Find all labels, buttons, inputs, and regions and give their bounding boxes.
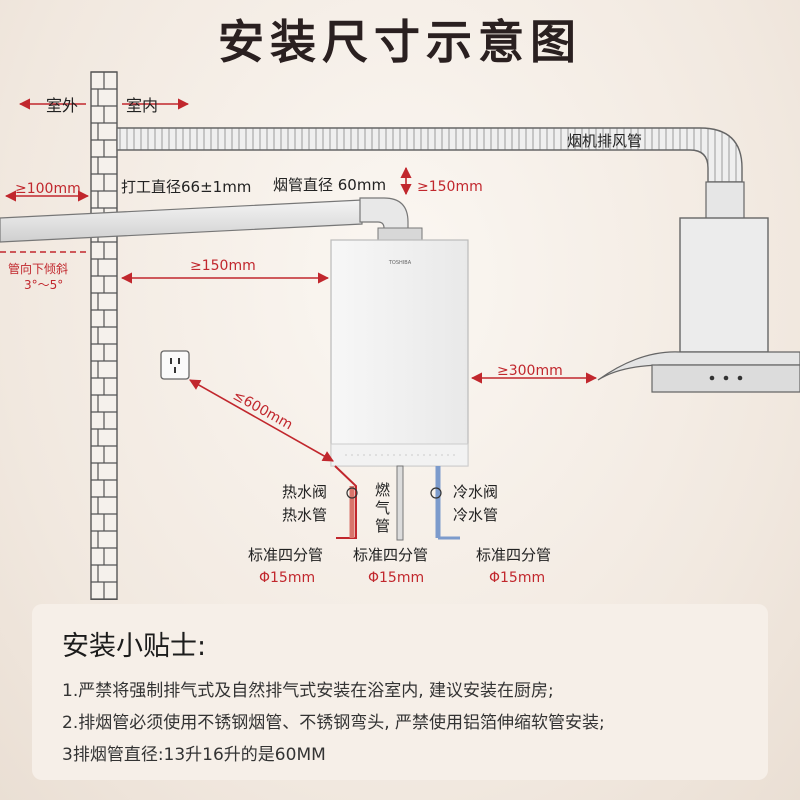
power-socket: [160, 350, 190, 380]
installation-diagram: TOSHIBA 室外 室内 烟机排风管 ≥100mm 打工直径66±1mm 烟管…: [0, 71, 800, 600]
max-600-label: ≤600mm: [230, 388, 295, 434]
min-300-label: ≥300mm: [497, 363, 563, 379]
tip-item-3: 3排烟管直径:13升16升的是60MM: [62, 745, 326, 765]
outdoor-label: 室外: [46, 96, 78, 115]
min-150-top-label: ≥150mm: [417, 179, 483, 195]
tip-item-2: 2.排烟管必须使用不锈钢烟管、不锈钢弯头, 严禁使用铝箔伸缩软管安装;: [62, 713, 605, 733]
gas-pipe-char-2: 气: [375, 499, 390, 517]
tips-title: 安装小贴士:: [62, 631, 207, 662]
tip-item-1: 1.严禁将强制排气式及自然排气式安装在浴室内, 建议安装在厨房;: [62, 681, 554, 701]
gas-pipe-char-3: 管: [375, 517, 390, 535]
indoor-label: 室内: [126, 96, 158, 115]
drill-diameter-label: 打工直径66±1mm: [121, 178, 251, 196]
hot-pipe-standard-label: 标准四分管: [248, 546, 323, 564]
range-hood: [597, 217, 800, 393]
hot-pipe-label: 热水管: [282, 506, 327, 524]
page-title: 安装尺寸示意图: [218, 15, 582, 69]
heater-brand-label: TOSHIBA: [388, 260, 412, 266]
max-600-arrow: [189, 379, 334, 462]
cold-pipe-label: 冷水管: [453, 506, 498, 524]
hood-duct-label: 烟机排风管: [567, 132, 642, 150]
cold-pipe-standard-label: 标准四分管: [476, 546, 551, 564]
gas-pipe-char-1: 燃: [375, 481, 390, 499]
installation-tips-panel: 安装小贴士: 1.严禁将强制排气式及自然排气式安装在浴室内, 建议安装在厨房; …: [32, 604, 768, 780]
min-100-label: ≥100mm: [15, 181, 81, 197]
gas-pipe-standard-label: 标准四分管: [353, 546, 428, 564]
hood-duct: [116, 127, 745, 221]
dimension-arrows: [0, 98, 598, 462]
min-150-side-label: ≥150mm: [190, 258, 256, 274]
heater-pipes: [334, 465, 460, 541]
flue-pipe: [0, 197, 423, 243]
hot-pipe-size-label: Φ15mm: [259, 570, 315, 586]
flue-diameter-label: 烟管直径 60mm: [273, 176, 386, 194]
tilt-label-line1: 管向下倾斜: [8, 261, 68, 276]
brick-wall: [90, 71, 118, 600]
cold-valve-label: 冷水阀: [453, 483, 498, 501]
water-heater: [330, 239, 469, 467]
cold-pipe-size-label: Φ15mm: [489, 570, 545, 586]
gas-pipe-size-label: Φ15mm: [368, 570, 424, 586]
tilt-label-line2: 3°～5°: [24, 278, 63, 292]
hot-valve-label: 热水阀: [282, 483, 327, 501]
